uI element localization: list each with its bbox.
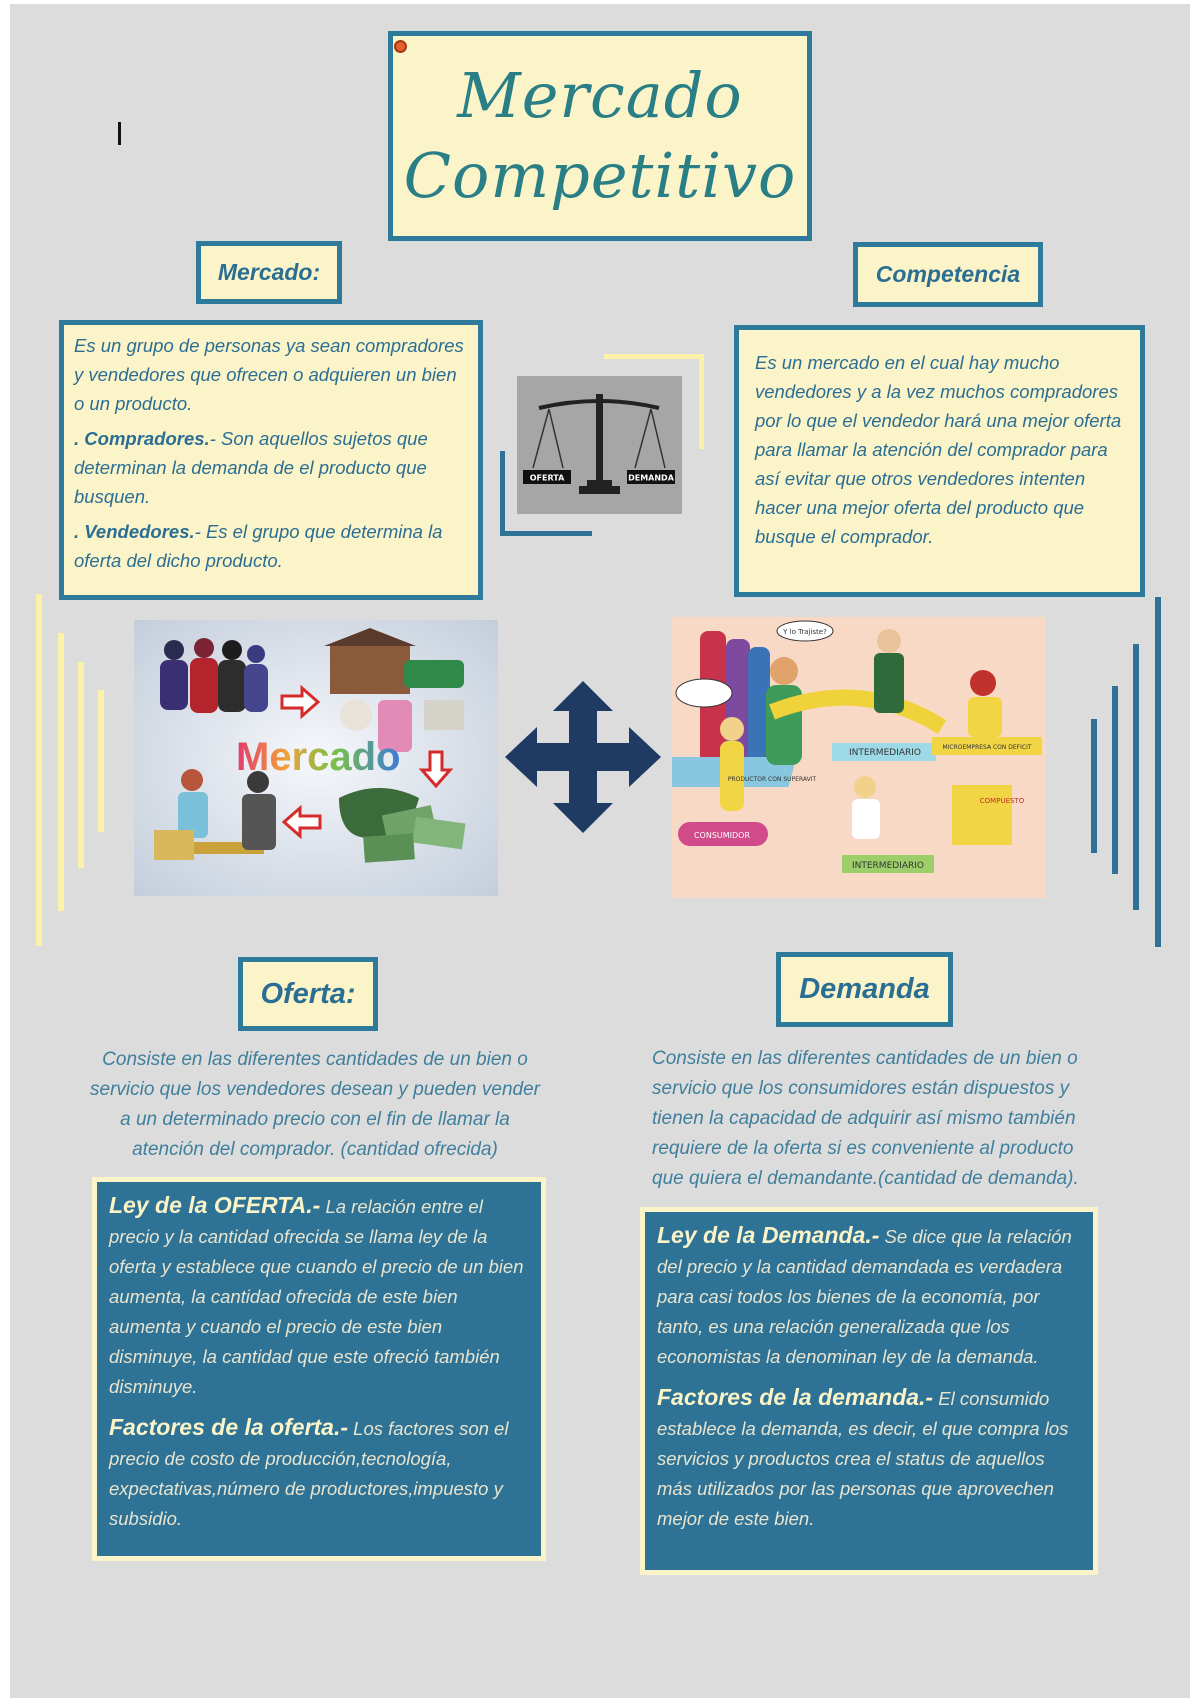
arrow-down-icon	[418, 750, 454, 789]
arrow-left-icon	[281, 804, 322, 840]
mercado-heading: Mercado:	[196, 241, 342, 304]
compradores-text: - Son aquellos sujetos que determinan la…	[74, 428, 428, 507]
text-cursor	[118, 122, 121, 145]
mercado-image: Mercado	[134, 620, 498, 896]
vendedores-text: - Es el grupo que determina la oferta de…	[74, 521, 443, 571]
factores-oferta-title: Factores de la oferta.-	[109, 1414, 349, 1440]
decor-bar	[78, 662, 84, 868]
cartoon-label: MICROEMPRESA CON DEFICIT	[942, 744, 1031, 751]
mercado-paragraph: Es un grupo de personas ya sean comprado…	[74, 335, 464, 414]
market-cartoon-image: INTERMEDIARIO CONSUMIDOR INTERMEDIARIO P…	[638, 617, 1046, 898]
ley-oferta-text: La relación entre el precio y la cantida…	[109, 1196, 524, 1397]
money-icon	[339, 788, 466, 863]
ley-demanda-text: Se dice que la relación del precio y la …	[657, 1226, 1072, 1367]
mercado-word: Mercado	[236, 735, 401, 779]
title-line-1: Mercado	[457, 59, 743, 132]
pin-icon	[394, 40, 407, 53]
ley-oferta-paragraph: Ley de la OFERTA.- La relación entre el …	[109, 1190, 529, 1402]
factores-oferta-paragraph: Factores de la oferta.- Los factores son…	[109, 1412, 529, 1534]
cashier-icon	[154, 769, 276, 860]
competencia-definition: Es un mercado en el cual hay mucho vende…	[734, 325, 1145, 597]
corner-decoration	[500, 451, 505, 536]
demanda-details: Ley de la Demanda.- Se dice que la relac…	[640, 1207, 1098, 1575]
demanda-description: Consiste en las diferentes cantidades de…	[652, 1048, 1079, 1189]
demanda-heading: Demanda	[776, 952, 953, 1027]
corner-decoration	[699, 354, 704, 449]
oferta-description: Consiste en las diferentes cantidades de…	[90, 1049, 540, 1160]
cartoon-label: COMPUESTO	[980, 797, 1025, 805]
cartoon-label: INTERMEDIARIO	[849, 748, 921, 758]
crowd-icon	[160, 638, 268, 713]
arrow-right-icon	[280, 684, 321, 720]
factores-demanda-text: El consumido establece la demanda, es de…	[657, 1388, 1069, 1529]
scale-label-right: DEMANDA	[628, 474, 675, 483]
scale-image: OFERTA DEMANDA	[517, 376, 682, 514]
decor-bar	[58, 633, 64, 911]
oferta-details: Ley de la OFERTA.- La relación entre el …	[92, 1177, 546, 1561]
four-way-arrow-icon	[505, 681, 661, 833]
ley-oferta-title: Ley de la OFERTA.-	[109, 1192, 321, 1218]
corner-decoration	[604, 354, 704, 359]
cartoon-label: INTERMEDIARIO	[852, 861, 924, 871]
competencia-heading: Competencia	[853, 242, 1043, 307]
factores-demanda-paragraph: Factores de la demanda.- El consumido es…	[657, 1382, 1081, 1534]
cartoon-label: CONSUMIDOR	[694, 831, 751, 840]
goods-icon	[324, 628, 464, 752]
title-card: Mercado Competitivo	[388, 31, 812, 241]
ley-demanda-paragraph: Ley de la Demanda.- Se dice que la relac…	[657, 1220, 1081, 1372]
cartoon-label: PRODUCTOR CON SUPERAVIT	[728, 776, 817, 783]
factores-demanda-title: Factores de la demanda.-	[657, 1384, 934, 1410]
competencia-text: Es un mercado en el cual hay mucho vende…	[755, 352, 1122, 547]
cartoon-label: Y lo Trajiste?	[782, 628, 827, 636]
title-line-2: Competitivo	[403, 139, 797, 212]
decor-bar	[1091, 719, 1097, 853]
decor-bar	[98, 690, 104, 832]
decor-bar	[1112, 686, 1118, 874]
compradores-paragraph: . Compradores.- Son aquellos sujetos que…	[74, 424, 468, 511]
decor-bar	[36, 594, 42, 946]
decor-bar	[1155, 597, 1161, 947]
scale-label-left: OFERTA	[530, 474, 565, 483]
corner-decoration	[500, 531, 592, 536]
compradores-term: . Compradores.	[74, 428, 210, 449]
decor-bar	[1133, 644, 1139, 910]
factores-oferta-text: Los factores son el precio de costo de p…	[109, 1418, 509, 1529]
ley-demanda-title: Ley de la Demanda.-	[657, 1222, 880, 1248]
vendedores-term: . Vendedores.	[74, 521, 195, 542]
oferta-heading: Oferta:	[238, 957, 378, 1031]
vendedores-paragraph: . Vendedores.- Es el grupo que determina…	[74, 517, 468, 575]
balance-scale-icon: OFERTA DEMANDA	[523, 394, 675, 494]
mercado-definition: Es un grupo de personas ya sean comprado…	[59, 320, 483, 600]
